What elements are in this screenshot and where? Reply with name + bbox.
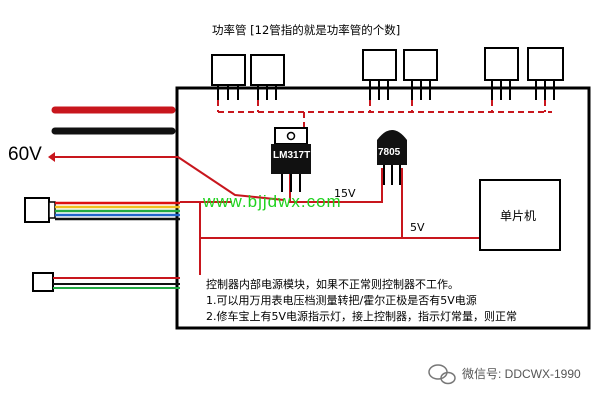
power-mosfet-4 — [403, 49, 438, 100]
7805-regulator — [377, 130, 407, 185]
mosfet-bus — [217, 100, 552, 128]
power-mosfet-6 — [527, 47, 564, 100]
power-mosfet-3 — [362, 49, 397, 100]
lm317-regulator — [271, 127, 311, 192]
input-voltage-label: 60V — [8, 144, 42, 165]
rail-5v — [180, 168, 480, 275]
power-mosfet-2 — [250, 54, 285, 100]
mcu-label: 单片机 — [500, 209, 537, 223]
power-mosfet-5 — [484, 47, 519, 100]
lower-connector — [32, 272, 180, 292]
input-60v-wire — [48, 152, 285, 201]
wechat-id: 微信号: DDCWX-1990 — [462, 367, 581, 381]
note-line-3: 2.修车宝上有5V电源指示灯，接上控制器，指示灯常量，则正常 — [206, 310, 518, 323]
diagram-title: 功率管 [12管指的就是功率管的个数] — [212, 23, 401, 37]
power-mosfet-1 — [211, 54, 246, 100]
watermark: www.bjjdwx.com — [203, 192, 342, 211]
mcu-box — [479, 179, 561, 251]
lm317-label: LM317T — [273, 150, 311, 161]
note-line-2: 1.可以用万用表电压档测量转把/霍尔正极是否有5V电源 — [206, 294, 477, 307]
7805-label: 7805 — [378, 147, 401, 158]
wechat-icon — [428, 364, 456, 385]
rail-15v-label: 15V — [334, 187, 356, 200]
note-line-1: 控制器内部电源模块，如果不正常则控制器不工作。 — [206, 278, 459, 291]
hall-connector — [24, 197, 180, 223]
rail-5v-label: 5V — [410, 221, 425, 234]
